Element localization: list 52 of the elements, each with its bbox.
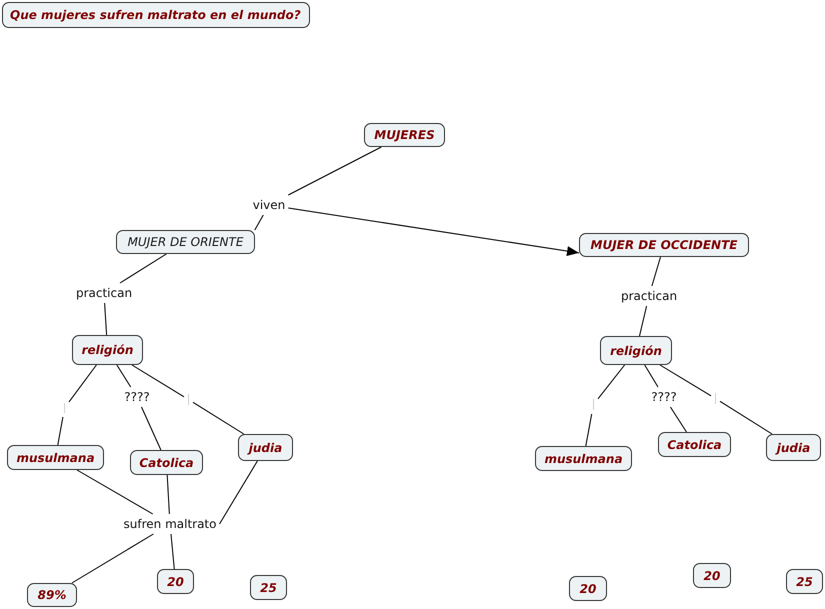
- linking-phrase: viven: [252, 198, 286, 212]
- concept-box: Catolica: [658, 432, 731, 457]
- concept-box: MUJER DE OCCIDENTE: [579, 233, 749, 257]
- connector-line: [57, 416, 64, 446]
- connector-line: [219, 460, 258, 524]
- connector-line: [651, 256, 661, 286]
- connector-line: [192, 402, 244, 434]
- connector-line: [254, 214, 264, 230]
- connector-line: [644, 364, 658, 388]
- linking-phrase: ????: [651, 390, 677, 404]
- connector-line: [76, 470, 154, 514]
- concept-box: MUJER DE ORIENTE: [116, 230, 255, 254]
- connector-line: [660, 364, 712, 396]
- connector-line: [71, 534, 154, 584]
- linking-phrase: practican: [620, 289, 678, 303]
- concept-box: 25: [786, 569, 823, 594]
- connector-line: [104, 302, 108, 336]
- connector-line: [68, 364, 97, 402]
- arrow: [288, 208, 580, 256]
- connector-line: [132, 364, 184, 398]
- connector-line: [166, 474, 170, 514]
- tick-mark: [593, 399, 594, 410]
- connector-line: [288, 146, 382, 196]
- concept-box: 20: [693, 563, 731, 588]
- concept-box: 25: [250, 575, 287, 600]
- connector-line: [116, 364, 132, 388]
- tick-mark: [715, 393, 716, 404]
- concept-box: religión: [600, 336, 672, 365]
- concept-box: Catolica: [130, 450, 203, 475]
- concept-box: musulmana: [535, 446, 632, 471]
- connector-line: [141, 406, 162, 450]
- concept-box: musulmana: [7, 445, 104, 470]
- connector-line: [670, 406, 687, 432]
- linking-phrase: ????: [124, 390, 150, 404]
- connector-line: [598, 364, 626, 400]
- concept-box: religión: [72, 335, 143, 365]
- connector-line: [585, 414, 592, 446]
- connector-line: [720, 400, 772, 434]
- connector-line: [639, 306, 648, 336]
- concept-box: 20: [569, 576, 607, 601]
- concept-box: 20: [157, 569, 194, 594]
- concept-box: judia: [238, 434, 293, 461]
- connector-line: [120, 254, 167, 284]
- tick-mark: [188, 394, 189, 405]
- concept-box: 89%: [27, 583, 77, 607]
- linking-phrase: sufren maltrato: [124, 517, 216, 531]
- tick-mark: [64, 403, 65, 413]
- linking-phrase: practican: [76, 286, 132, 300]
- connector-line: [170, 534, 175, 570]
- title-box: Que mujeres sufren maltrato en el mundo?: [2, 2, 310, 28]
- concept-box: judia: [766, 434, 821, 461]
- concept-box: MUJERES: [364, 123, 445, 147]
